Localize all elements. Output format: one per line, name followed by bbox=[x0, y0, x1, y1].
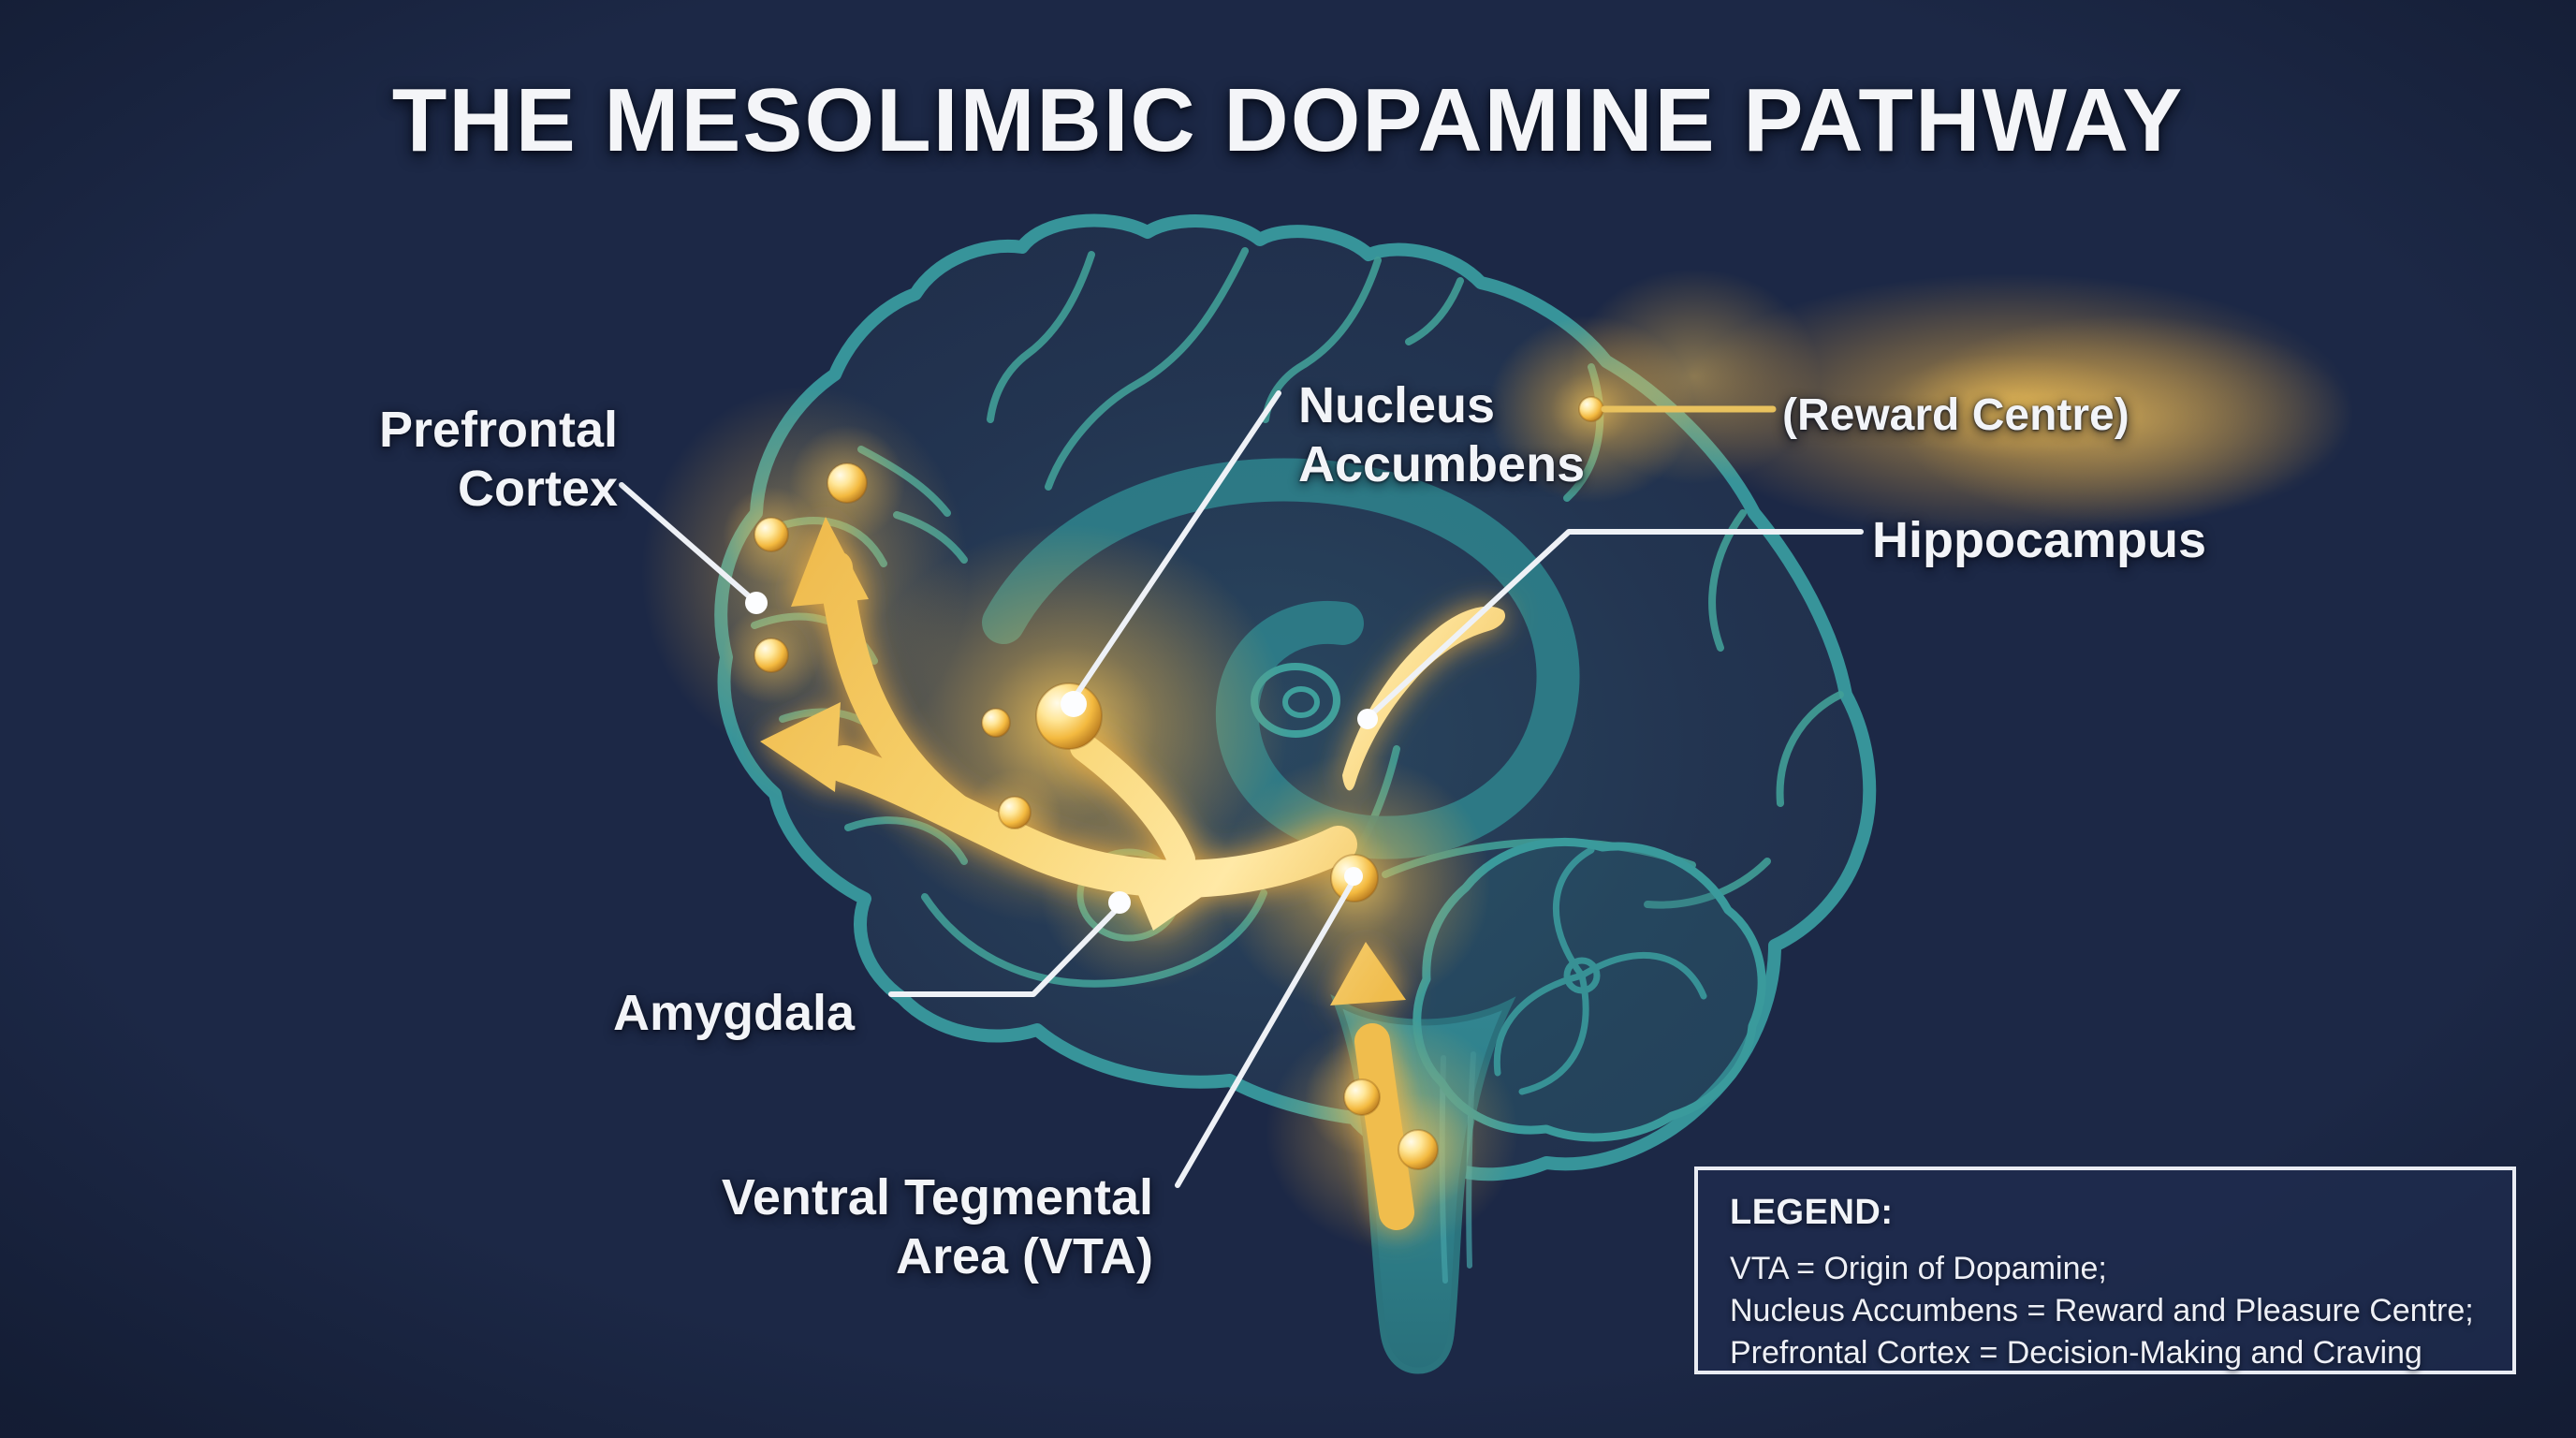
page-title: THE MESOLIMBIC DOPAMINE PATHWAY bbox=[391, 70, 2185, 170]
legend-entry-prefrontal-cortex: Prefrontal Cortex = Decision-Making and … bbox=[1730, 1335, 2422, 1372]
legend-entry-nucleus-accumbens: Nucleus Accumbens = Reward and Pleasure … bbox=[1730, 1293, 2474, 1329]
label-amygdala: Amygdala bbox=[613, 985, 856, 1041]
legend-box: LEGEND: VTA = Origin of Dopamine; Nucleu… bbox=[1694, 1167, 2516, 1374]
legend-heading: LEGEND: bbox=[1730, 1193, 1894, 1232]
legend-entry-vta: VTA = Origin of Dopamine; bbox=[1730, 1251, 2107, 1286]
label-ventral-tegmental-area: Ventral Tegmental Area (VTA) bbox=[721, 1169, 1153, 1285]
label-prefrontal-cortex: Prefrontal Cortex bbox=[378, 402, 618, 518]
label-reward-centre: (Reward Centre) bbox=[1782, 390, 2130, 440]
label-hippocampus: Hippocampus bbox=[1872, 512, 2207, 568]
label-nucleus-accumbens: Nucleus Accumbens bbox=[1298, 377, 1586, 493]
